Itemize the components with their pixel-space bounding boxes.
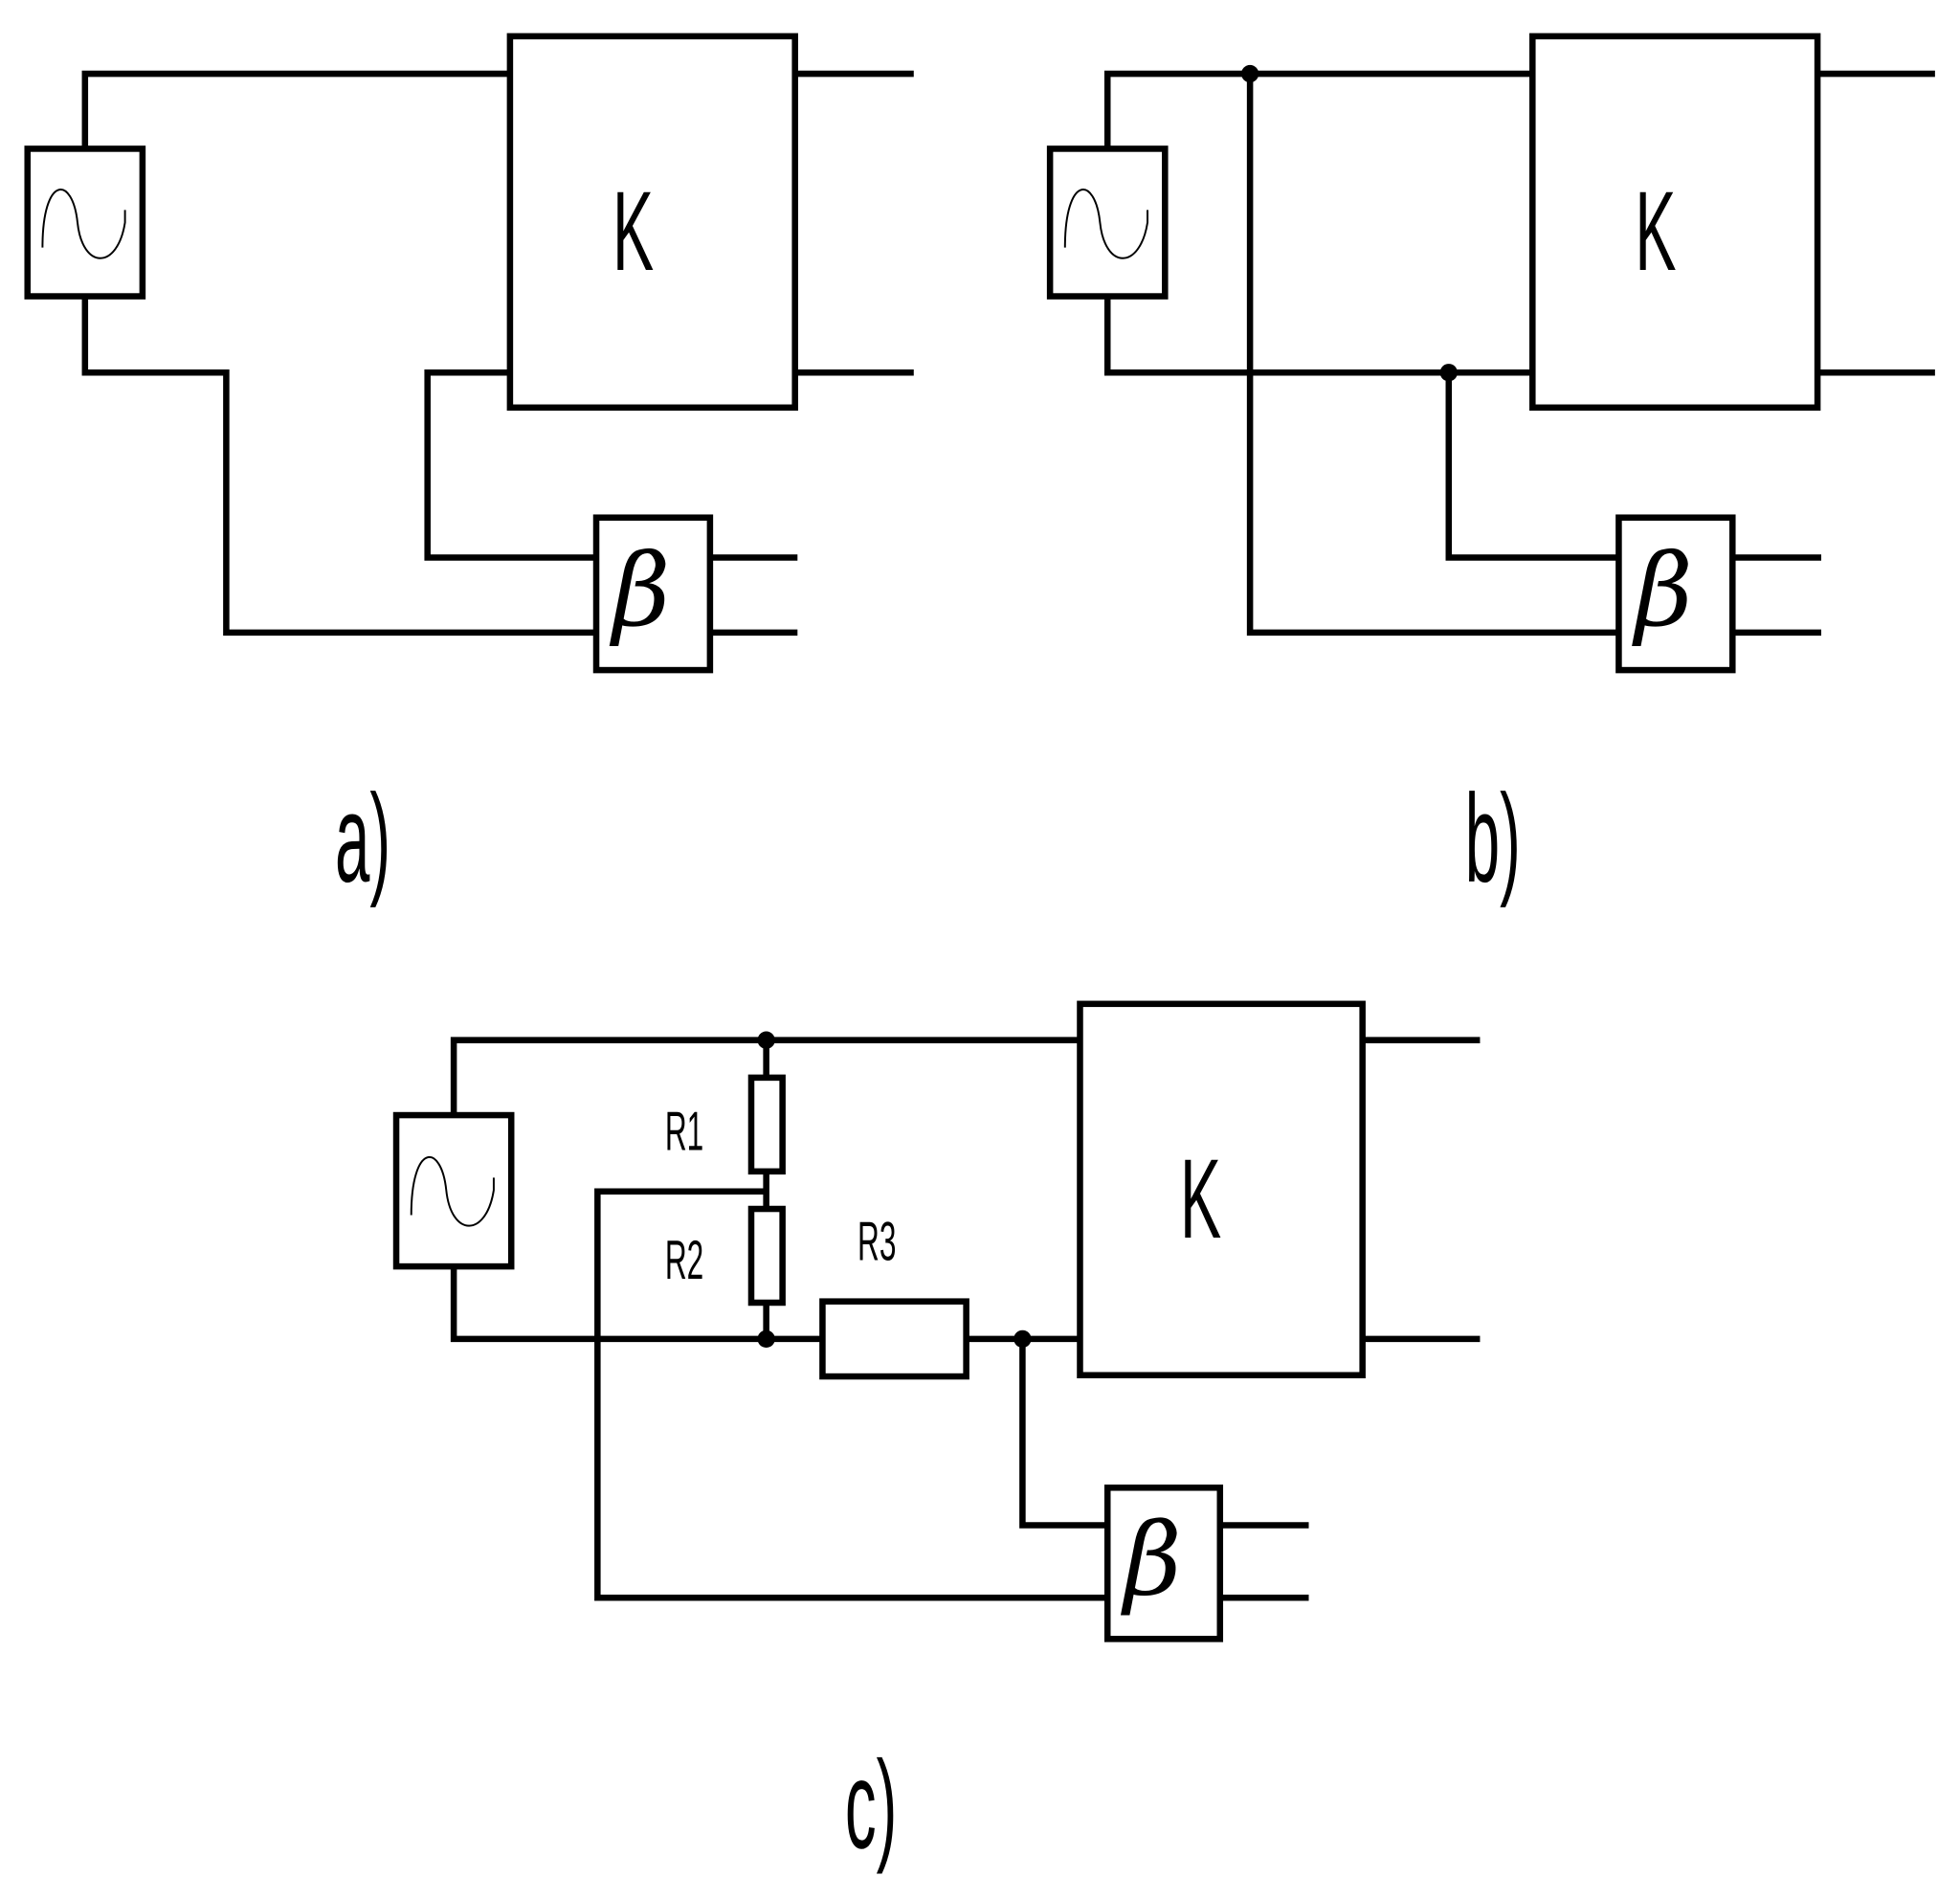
amplifier-label: K [612, 169, 654, 295]
amplifier-box [1529, 33, 1821, 412]
resistor-label-r2: R2 [665, 1229, 703, 1290]
wire [81, 296, 597, 637]
caption: c) [845, 1735, 897, 1874]
wire [1019, 1338, 1108, 1529]
junction-dot [757, 1329, 775, 1348]
ac-source-box [1046, 145, 1169, 300]
resistor-r3 [819, 1298, 969, 1380]
wire [594, 1188, 1108, 1601]
resistor-label-r3: R3 [858, 1211, 896, 1272]
feedback-label: β [1120, 1501, 1181, 1618]
diagram-b: K β b) [1046, 33, 1935, 908]
wire [1445, 372, 1619, 561]
diagram-a: K β a) [24, 33, 914, 908]
amplifier-label: K [1635, 169, 1676, 295]
ac-source-box [392, 1111, 515, 1270]
wire [1246, 74, 1619, 637]
resistor-label-r1: R1 [665, 1101, 703, 1162]
resistor-r2 [747, 1205, 786, 1307]
feedback-label: β [609, 532, 670, 649]
amplifier-box [1077, 1000, 1366, 1378]
junction-dot [1013, 1329, 1032, 1348]
junction-dot [757, 1031, 775, 1049]
resistor-r1 [747, 1074, 786, 1175]
wire [450, 1266, 823, 1343]
feedback-box [1103, 1485, 1224, 1642]
wire [450, 1037, 1080, 1116]
caption: b) [1465, 769, 1521, 907]
ac-source-box [24, 145, 146, 300]
amplifier-box [506, 33, 798, 412]
feedback-label: β [1631, 532, 1692, 649]
caption: a) [335, 769, 390, 907]
diagram-c: R1 R2 R3 K β c) [392, 1000, 1481, 1874]
wire [424, 369, 597, 561]
junction-dot [1240, 64, 1259, 83]
wire [81, 70, 510, 149]
feedback-box [1615, 514, 1736, 674]
wire [1103, 70, 1533, 149]
amplifier-label: K [1180, 1137, 1221, 1262]
feedback-box [592, 514, 714, 674]
junction-dot [1439, 364, 1458, 382]
wire [1103, 296, 1533, 376]
